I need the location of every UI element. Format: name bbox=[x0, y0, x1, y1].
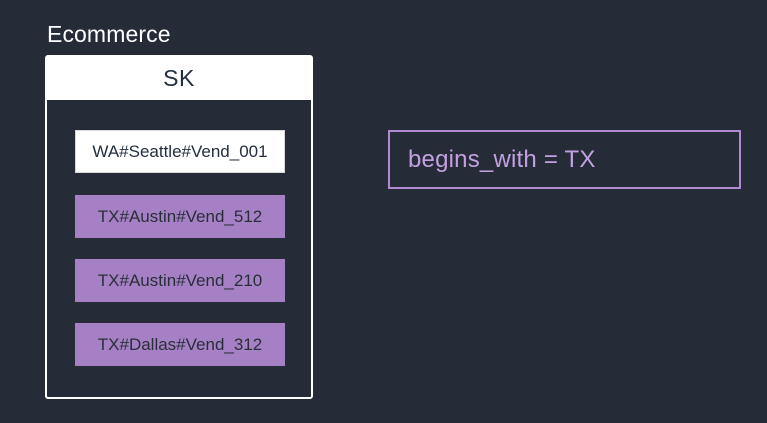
begins-with-condition: begins_with = TX bbox=[388, 130, 741, 189]
table-title: Ecommerce bbox=[47, 21, 171, 47]
sort-key-row-matched: TX#Austin#Vend_512 bbox=[75, 195, 285, 238]
sort-key-row: WA#Seattle#Vend_001 bbox=[75, 130, 285, 173]
sort-key-row-matched: TX#Austin#Vend_210 bbox=[75, 259, 285, 302]
sort-key-header: SK bbox=[47, 57, 311, 100]
sort-key-table: SK WA#Seattle#Vend_001 TX#Austin#Vend_51… bbox=[45, 55, 313, 399]
sort-key-row-matched: TX#Dallas#Vend_312 bbox=[75, 323, 285, 366]
